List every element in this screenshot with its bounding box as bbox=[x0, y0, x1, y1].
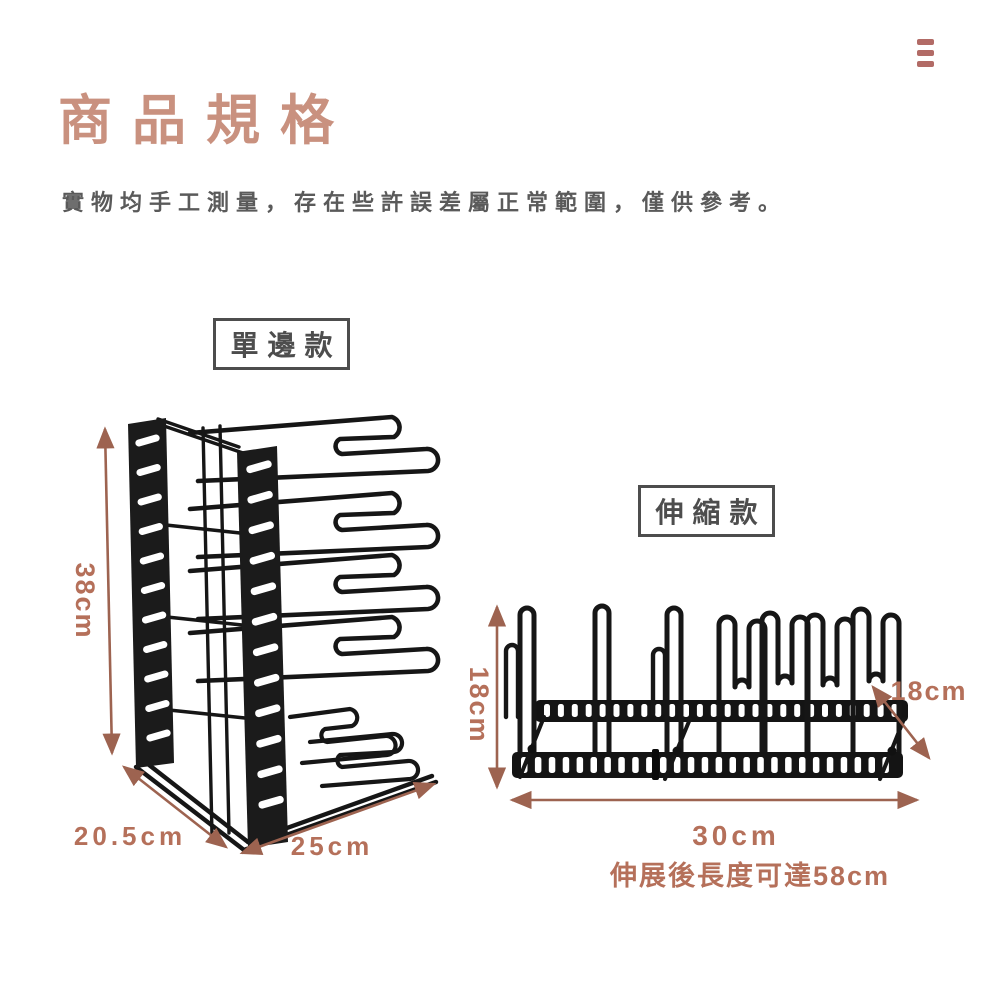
slotted-rail-front bbox=[128, 418, 174, 768]
width-arrow bbox=[239, 782, 437, 855]
height-dimension-label: 18cm bbox=[464, 666, 494, 743]
hamburger-bar bbox=[917, 61, 934, 67]
depth-dimension-label: 18cm bbox=[890, 676, 967, 706]
hamburger-bar bbox=[917, 50, 934, 56]
height-arrow bbox=[96, 426, 121, 756]
hamburger-menu-icon[interactable] bbox=[917, 39, 935, 67]
telescopic-variant-label: 伸縮款 bbox=[638, 485, 775, 537]
telescopic-rack-figure: 18cm 18cm 30cm 伸展後長度可達58cm bbox=[464, 603, 967, 891]
depth-dimension-label: 20.5cm bbox=[74, 821, 186, 851]
single-side-variant-label: 單邊款 bbox=[213, 318, 350, 370]
depth-arrow bbox=[121, 765, 229, 849]
page-subtitle: 實物均手工測量，存在些許誤差屬正常範圍，僅供參考。 bbox=[62, 190, 788, 215]
single-side-dimensions: 38cm 20.5cm 25cm bbox=[70, 426, 437, 861]
slotted-rail-middle bbox=[237, 446, 288, 848]
extended-length-note: 伸展後長度可達58cm bbox=[609, 860, 890, 891]
single-side-rack-figure: 38cm 20.5cm 25cm bbox=[70, 414, 441, 861]
lid-hooks-illustration bbox=[187, 414, 441, 789]
depth-arrow bbox=[871, 684, 931, 761]
telescopic-dimensions: 18cm 18cm 30cm 伸展後長度可達58cm bbox=[464, 604, 967, 891]
front-rail bbox=[512, 749, 903, 780]
hamburger-bar bbox=[917, 39, 934, 45]
height-dimension-label: 38cm bbox=[70, 562, 100, 639]
width-dimension-label: 30cm bbox=[692, 820, 780, 851]
page-title: 商品規格 bbox=[58, 91, 354, 151]
divider-wires bbox=[503, 603, 902, 772]
width-dimension-label: 25cm bbox=[291, 831, 374, 861]
